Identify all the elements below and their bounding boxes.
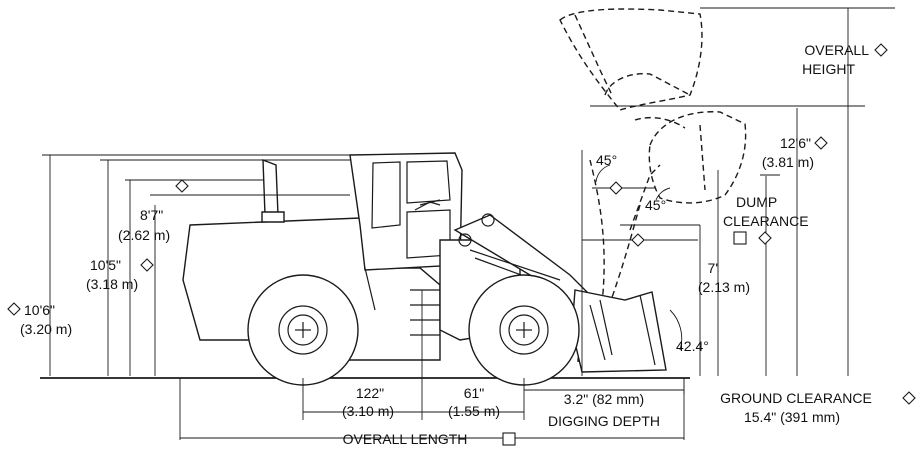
axle-front-value: 61" [464, 385, 485, 401]
bucket-lowered [571, 289, 667, 373]
wheelbase-value: 122" [356, 385, 384, 401]
access-ladder [410, 289, 440, 336]
cab-window-rear [371, 161, 401, 229]
ground-clearance-value: 15.4" (391 mm) [744, 409, 840, 425]
rollback-angle: 42.4° [676, 338, 709, 354]
diamond-icon [140, 258, 154, 272]
hood-height-value: 10'5" [90, 257, 121, 273]
total-height-value: 10'6" [24, 302, 55, 318]
digging-depth-label: DIGGING DEPTH [548, 413, 660, 429]
rollback-angle-arc [669, 309, 683, 351]
exhaust-stack [262, 158, 279, 216]
overall-length-label: OVERALL LENGTH [343, 431, 468, 447]
dump-angle-arc-1 [595, 164, 611, 183]
cab-height-value: 8'7" [140, 207, 163, 223]
lift-arm-pivot [481, 213, 495, 227]
front-wheel [468, 274, 580, 386]
hood-height-metric: (3.18 m) [86, 276, 138, 292]
diamond-icon [609, 181, 623, 195]
rear-wheel [247, 274, 359, 386]
diamond-icon [902, 391, 916, 405]
total-height-metric: (3.20 m) [20, 321, 72, 337]
raised-bucket-dump [629, 111, 747, 231]
dump-clearance-label: DUMP [736, 194, 777, 210]
hydraulic-cylinder [469, 249, 561, 281]
axle-front-metric: (1.55 m) [448, 403, 500, 419]
diamond-icon [175, 179, 189, 193]
raised-bucket-top [559, 8, 703, 111]
dump-angle-2: 45° [645, 197, 666, 213]
lift-arm-dashed [589, 159, 605, 321]
dump-clearance-label-2: CLEARANCE [723, 213, 809, 229]
diamond-icon [814, 136, 828, 150]
wheelbase-metric: (3.10 m) [342, 403, 394, 419]
ground-clearance-label: GROUND CLEARANCE [720, 390, 872, 406]
digging-depth-value: 3.2" (82 mm) [564, 391, 644, 407]
overall-height-label: OVERALL [804, 42, 869, 58]
diamond-icon [631, 233, 645, 247]
diamond-icon [874, 43, 888, 57]
cab-window-front [406, 160, 451, 204]
reach-metric: (2.13 m) [698, 279, 750, 295]
overall-height-label-2: HEIGHT [802, 61, 855, 77]
dump-height-metric: (3.81 m) [762, 154, 814, 170]
diamond-icon [7, 302, 21, 316]
cab-height-metric: (2.62 m) [118, 227, 170, 243]
square-icon [733, 231, 747, 245]
dump-angle-arc-2 [655, 187, 671, 201]
dump-angle-1: 45° [596, 152, 617, 168]
reach-value: 7' [708, 260, 718, 276]
square-icon [502, 432, 516, 446]
diamond-icon [758, 231, 772, 245]
dump-height-value: 12'6" [780, 135, 811, 151]
exhaust-base [261, 211, 285, 223]
